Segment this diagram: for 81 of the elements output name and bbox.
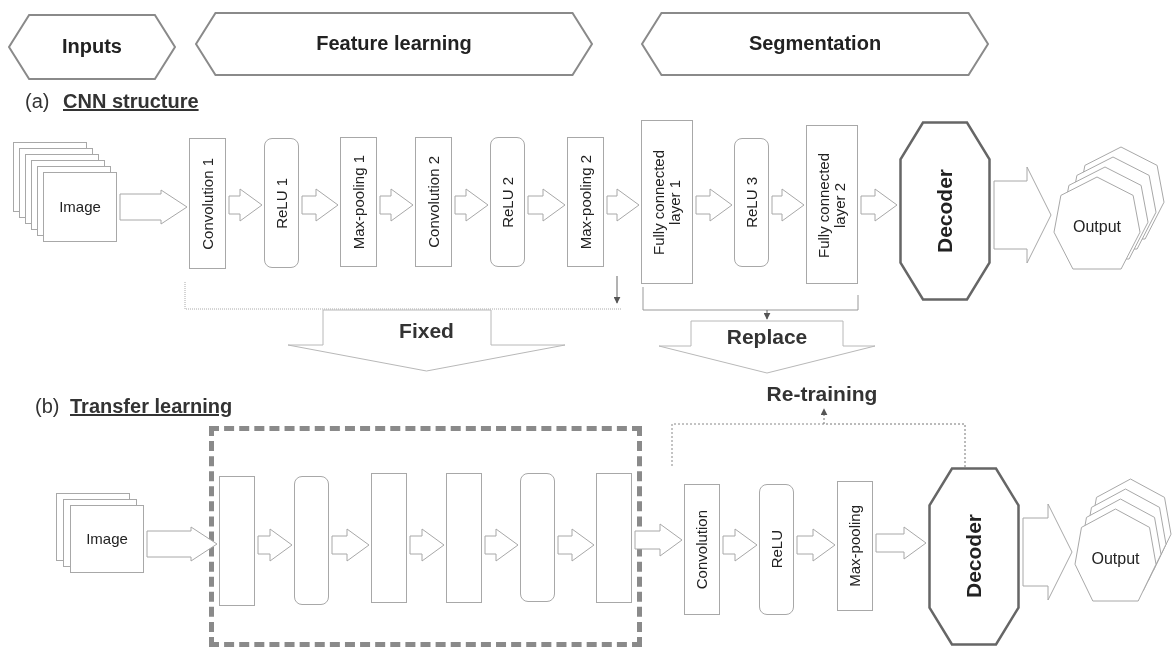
layer-box — [684, 484, 720, 615]
block-arrow — [484, 528, 519, 562]
block-arrow — [331, 528, 370, 562]
stage-label: Feature learning — [315, 32, 473, 55]
stage-banner — [8, 14, 176, 80]
layer-box — [596, 473, 632, 603]
decoder-label: Decoder — [962, 514, 985, 599]
layer-box — [446, 473, 482, 603]
block-arrow — [409, 528, 445, 562]
layer-box — [340, 137, 377, 267]
layer-box — [415, 137, 452, 267]
stage-label: Inputs — [61, 35, 123, 58]
layer-box — [371, 473, 407, 603]
image-label: Image — [85, 530, 129, 548]
layer-label: ReLU 3 — [743, 177, 760, 228]
block-arrow — [257, 528, 293, 562]
image-label: Image — [58, 198, 102, 216]
layer-label: ReLU 2 — [499, 176, 516, 228]
layer-label: Max-pooling — [847, 505, 863, 587]
layer-label: Fully connected layer 2 — [816, 150, 848, 260]
layer-label: Fully connected layer 1 — [651, 148, 683, 257]
block-arrow — [527, 188, 566, 222]
layer-box — [734, 138, 769, 267]
image-stack — [56, 493, 144, 573]
layer-label: Max-pooling 1 — [350, 154, 367, 250]
block-arrow — [557, 528, 595, 562]
decoder-label: Decoder — [933, 169, 956, 253]
arrow-label: Replace — [725, 325, 809, 350]
layer-box — [264, 138, 299, 268]
layer-box — [219, 476, 255, 606]
block-arrow — [993, 166, 1052, 264]
layer-label: Max-pooling 2 — [577, 154, 594, 250]
layer-label: ReLU 1 — [273, 177, 290, 229]
step-label: Re-training — [765, 382, 879, 407]
layer-box — [806, 125, 858, 284]
stage-label: Segmentation — [747, 32, 883, 55]
block-arrow — [287, 309, 566, 372]
section-title: (a) — [25, 90, 50, 113]
block-arrow — [379, 188, 414, 222]
block-arrow — [875, 526, 927, 560]
layer-box — [189, 138, 226, 269]
block-arrow — [119, 189, 188, 225]
block-arrow — [658, 320, 876, 374]
section-title: Transfer learning — [70, 395, 233, 418]
block-arrow — [454, 188, 489, 222]
decoder-octagon — [928, 467, 1020, 646]
arrow-label: Fixed — [398, 319, 455, 344]
output-stack — [1053, 146, 1165, 270]
block-arrow — [1022, 503, 1073, 601]
output-label: Output — [1090, 549, 1141, 569]
layer-box — [490, 137, 525, 267]
block-arrow — [695, 188, 733, 222]
block-arrow — [228, 188, 263, 222]
section-title: (b) — [35, 395, 60, 418]
decoder-octagon — [899, 121, 991, 301]
dashed-frame — [209, 426, 642, 647]
layer-box — [837, 481, 873, 611]
block-arrow — [860, 188, 898, 222]
block-arrow — [301, 188, 339, 222]
stage-banner — [195, 12, 593, 76]
block-arrow — [771, 188, 805, 222]
output-label: Output — [1072, 217, 1122, 237]
stage-banner — [641, 12, 989, 76]
block-arrow — [606, 188, 640, 222]
image-stack — [13, 142, 117, 242]
section-title: CNN structure — [63, 90, 199, 113]
layer-box — [520, 473, 555, 602]
layer-label: Convolution 1 — [199, 157, 216, 250]
block-arrow — [722, 528, 758, 562]
layer-label: Convolution — [694, 509, 710, 590]
arrow — [820, 408, 966, 468]
layer-box — [759, 484, 794, 615]
layer-label: ReLU — [768, 530, 785, 569]
layer-box — [641, 120, 693, 284]
block-arrow — [146, 526, 218, 562]
layer-box — [567, 137, 604, 267]
block-arrow — [634, 523, 683, 557]
layer-box — [294, 476, 329, 605]
layer-label: Convolution 2 — [425, 156, 442, 248]
block-arrow — [796, 528, 836, 562]
output-stack — [1074, 478, 1172, 602]
